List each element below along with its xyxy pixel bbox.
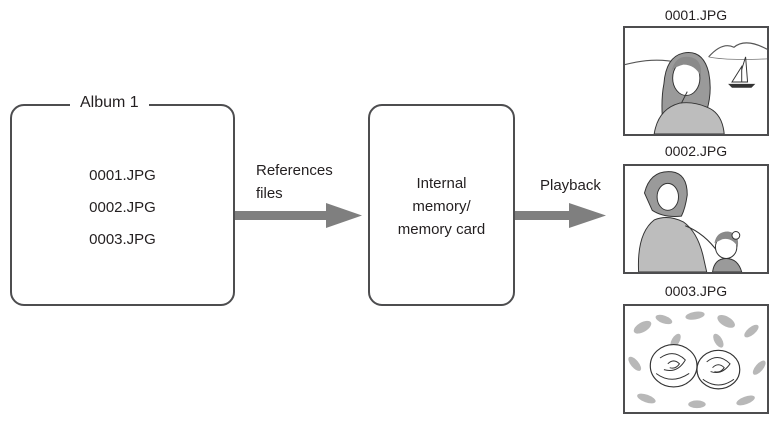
thumbnail-caption-1: 0001.JPG (664, 7, 728, 23)
references-arrow (235, 203, 362, 228)
memory-box (368, 104, 515, 306)
playback-arrow (515, 203, 606, 228)
album-file-item: 0003.JPG (89, 231, 156, 248)
playback-label: Playback (540, 177, 601, 194)
thumbnail-caption-3: 0003.JPG (664, 283, 728, 299)
flowers-image (623, 304, 769, 414)
album-box (10, 104, 235, 306)
memory-label: Internal memory/ memory card (368, 172, 515, 241)
mother-and-child-image (623, 164, 769, 274)
memory-label-line1: Internal (416, 175, 467, 192)
woman-with-sailboat-image (623, 26, 769, 136)
album-file-item: 0002.JPG (89, 199, 156, 216)
album-title: Album 1 (70, 92, 149, 114)
album-file-item: 0001.JPG (89, 167, 156, 184)
memory-label-line2: memory/ (412, 198, 471, 215)
references-label-line2: files (256, 185, 283, 202)
references-label-line1: References (256, 162, 333, 179)
thumbnail-caption-2: 0002.JPG (664, 143, 728, 159)
memory-label-line3: memory card (397, 221, 486, 238)
